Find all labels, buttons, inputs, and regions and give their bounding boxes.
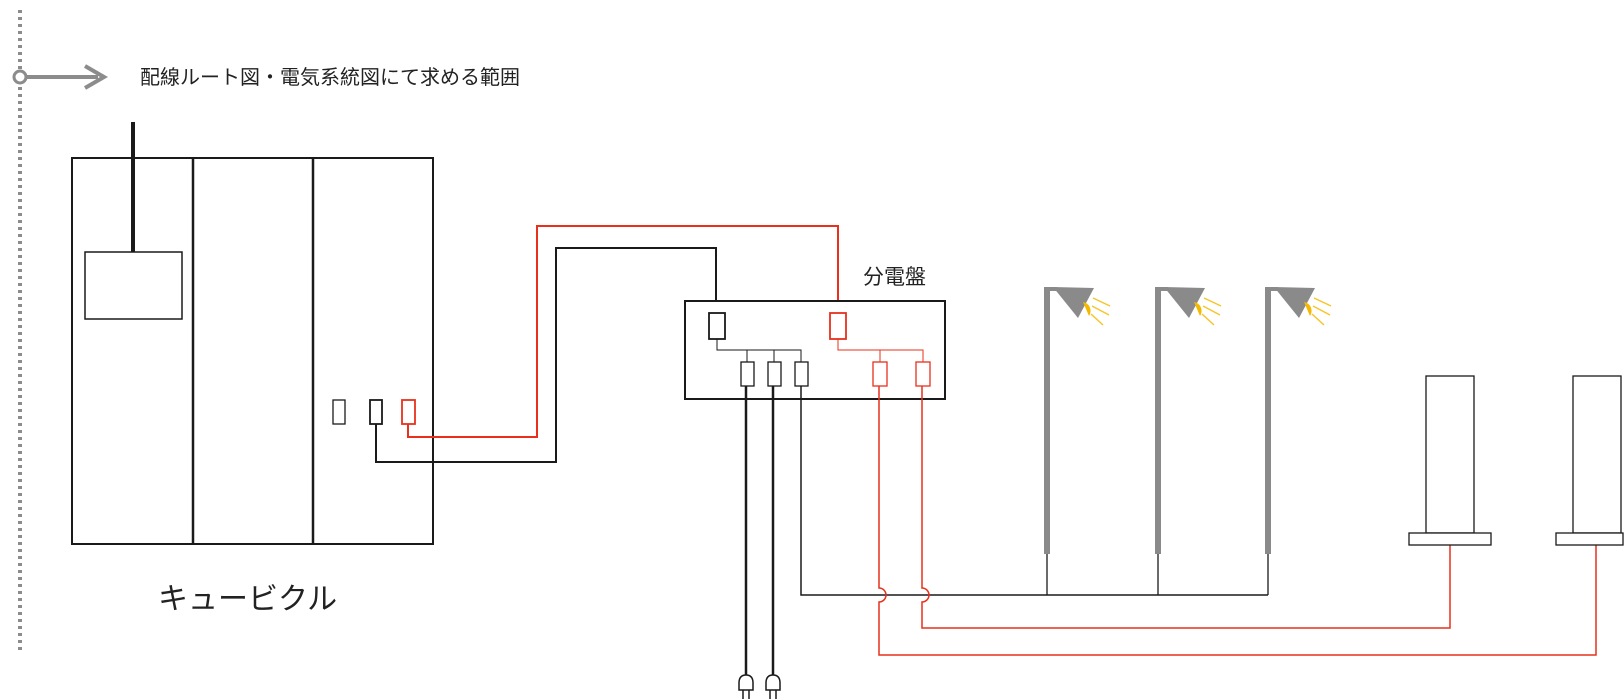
bollard-light-icon	[1555, 375, 1624, 546]
street-light-icon	[1155, 287, 1222, 554]
cubicle-terminal-3	[401, 399, 416, 425]
scope-label: 配線ルート図・電気系統図にて求める範囲	[140, 65, 520, 89]
distribution-panel	[684, 300, 946, 400]
power-plug-icon	[738, 674, 754, 699]
feeder-red	[407, 225, 839, 438]
cubicle-meter-box	[84, 251, 183, 320]
branch-breaker-3	[794, 361, 809, 387]
cubicle-label: キュービクル	[158, 582, 337, 617]
branch-breaker-red-1	[872, 361, 888, 387]
branch-breaker-2	[767, 361, 782, 387]
cubicle-terminal-2	[369, 399, 383, 425]
lighting-circuit-wire	[800, 386, 1268, 596]
cubicle-terminal-1	[332, 399, 346, 425]
street-light-icon	[1044, 287, 1111, 554]
bollard-light-icon	[1408, 375, 1492, 546]
feeder-black	[375, 247, 717, 463]
arrow-right-icon	[12, 64, 108, 90]
bollard-circuit-wire-2	[878, 386, 1597, 656]
main-breaker-black	[708, 312, 726, 340]
cubicle	[71, 122, 434, 545]
branch-breaker-1	[740, 361, 755, 387]
bollard-circuit-wire-1	[921, 386, 1451, 629]
power-plug-icon	[765, 674, 781, 699]
panel-label: 分電盤	[863, 265, 926, 289]
street-light-icon	[1265, 287, 1332, 554]
branch-breaker-red-2	[915, 361, 931, 387]
main-breaker-red	[829, 312, 847, 340]
